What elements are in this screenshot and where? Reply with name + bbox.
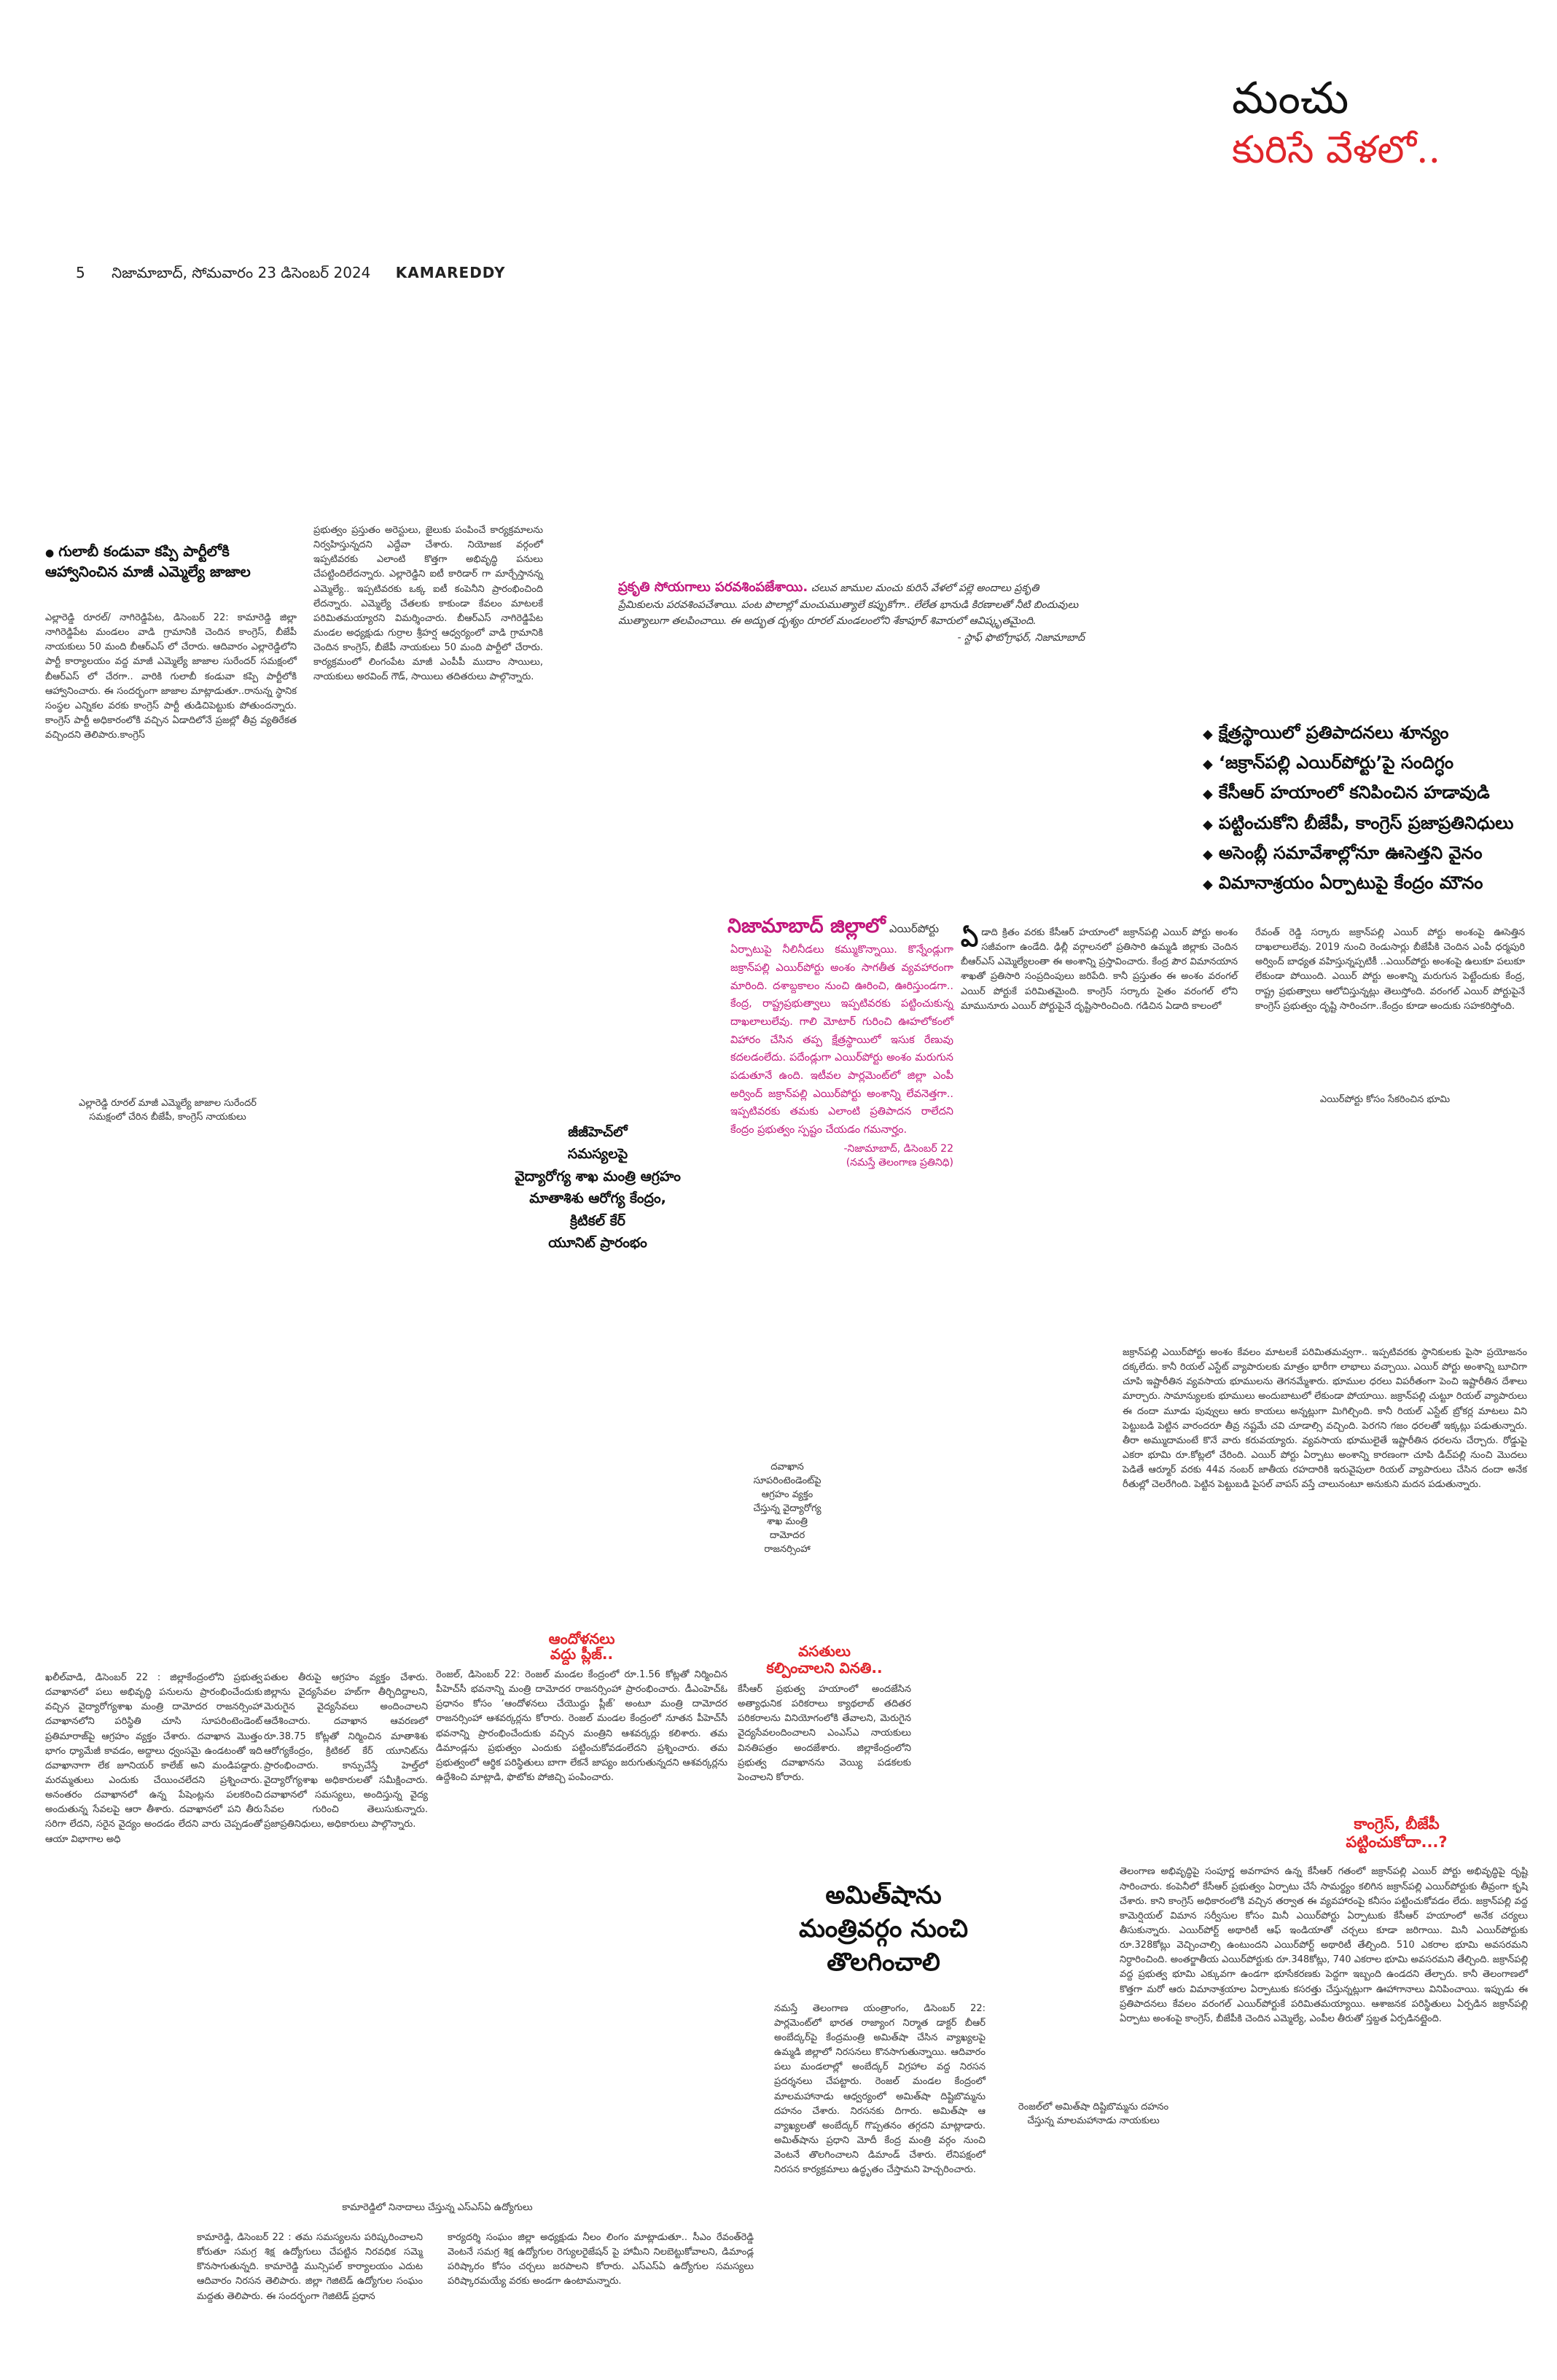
- photo-feature-credit: - స్టాఫ్ ఫొటోగ్రాఫర్, నిజామాబాద్: [957, 632, 1085, 644]
- highlight-item: క్షేత్రస్థాయిలో ప్రతిపాదనలు శూన్యం: [1203, 722, 1553, 744]
- highlight-item: కేసీఆర్ హయాంలో కనిపించిన హడావుడి: [1203, 781, 1553, 804]
- ssa-headline: కామారెడ్డిలో నినాదాలు చేస్తున్న ఎస్‌ఎస్‌…: [342, 2202, 533, 2213]
- story-bjp-congress: కాంగ్రెస్, బీజేపీ పట్టించుకోదా...? తెలంగ…: [1120, 1815, 1528, 2026]
- ggh-line: మాతాశిశు ఆరోగ్య కేంద్రం,: [529, 1190, 666, 1207]
- airport-photo-caption: ఎయిర్‌పోర్టు కోసం సేకరించిన భూమి: [1319, 1094, 1451, 1105]
- ggh-line: సమస్యలపై: [567, 1146, 628, 1163]
- photo-feature-body: చలువ జాముల మంచు కురిసే వేళలో పల్లె అందాల…: [618, 582, 1079, 627]
- dharna-body: రెంజల్, డిసెంబర్ 22: రెంజల్ మండల కేంద్రం…: [436, 1669, 727, 1783]
- bullet-icon: ●: [45, 547, 55, 559]
- facilities-body: కేసీఆర్ ప్రభుత్వ హయాంలో అందజేసిన అత్యాధు…: [738, 1684, 911, 1783]
- story-pink-col2: ప్రభుత్వం ప్రస్తుతం అరెస్టులు, జైలుకు పం…: [313, 525, 543, 683]
- ggh-line: యూనిట్ ప్రారంభం: [548, 1234, 647, 1251]
- highlight-item: అసెంబ్లీ సమావేశాల్లోనూ ఊసెత్తని వైనం: [1203, 842, 1553, 865]
- photo-feature-title: ప్రకృతి సోయగాలు పరవశింపజేశాయి.: [618, 580, 808, 595]
- story-pink-headline: ●గులాబీ కండువా కప్పి పార్టీలోకి ఆహ్వానిం…: [45, 542, 251, 580]
- bjp-congress-headline: కాంగ్రెస్, బీజేపీ పట్టించుకోదా...?: [1346, 1815, 1448, 1852]
- folio: 5 నిజామాబాద్, సోమవారం 23 డిసెంబర్ 2024 K…: [76, 264, 732, 285]
- ggh-story-col2: పతుల తీరుపై ఆగ్రహం వ్యక్తం చేశారు. జిల్ల…: [264, 1672, 428, 1830]
- ggh-line: క్రిటికల్ కేర్: [570, 1212, 625, 1229]
- story-dharna: ఆందోళనలు వద్దు ప్లీజ్.. రెంజల్, డిసెంబర్…: [436, 1631, 727, 1785]
- ssa-col1: కామారెడ్డి, డిసెంబర్ 22 : తమ సమస్యలను పర…: [197, 2232, 423, 2302]
- date-line: నిజామాబాద్, సోమవారం 23 డిసెంబర్ 2024: [112, 264, 371, 281]
- highlight-item: విమానాశ్రయం ఏర్పాటుపై కేంద్రం మౌనం: [1203, 872, 1553, 894]
- ggh-summary-box: జీజీహెచ్‌లో సమస్యలపై వైద్యారోగ్య శాఖ మంత…: [474, 1121, 722, 1254]
- story-pink-scarf: ●గులాబీ కండువా కప్పి పార్టీలోకి ఆహ్వానిం…: [45, 541, 541, 582]
- masthead-title-line1: మంచు: [1232, 73, 1349, 124]
- story-facilities: వసతులు కల్పించాలని వినతి.. కేసీఆర్ ప్రభు…: [738, 1643, 911, 1785]
- highlight-item: పట్టించుకోని బీజేపీ, కాంగ్రెస్ ప్రజాప్రత…: [1203, 812, 1553, 835]
- section-name: KAMAREDDY: [395, 264, 506, 281]
- story-pink-photo-caption: ఎల్లారెడ్డి రూరల్ మాజీ ఎమ్మెల్యే జాజాల స…: [78, 1098, 257, 1123]
- airport-dateline: -నిజామాబాద్, డిసెంబర్ 22: [843, 1143, 953, 1155]
- page-number: 5: [76, 264, 85, 281]
- story-amit-shah: అమిత్‌షాను మంత్రివర్గం నుంచి తొలగించాలి …: [774, 1879, 993, 2177]
- masthead: మంచు కురిసే వేళలో..: [1232, 77, 1538, 176]
- amit-headline: అమిత్‌షాను మంత్రివర్గం నుంచి తొలగించాలి: [798, 1881, 969, 1977]
- airport-col3: రేవంత్ రెడ్డి సర్కారు జక్రాన్‌పల్లి ఎయిర…: [1255, 927, 1525, 1012]
- airport-col2: ఏ డాది క్రితం వరకు కేసీఆర్ హయాంలో జక్రాన…: [961, 924, 1238, 1012]
- airport-lead: నిజామాబాద్ జిల్లాలో ఎయిర్‌పోర్టు ఏర్పాటు…: [727, 915, 953, 1171]
- ggh-story-col1: ఖలీల్‌వాడి, డిసెంబర్ 22 : జిల్లాకేంద్రంల…: [45, 1672, 262, 1845]
- ggh-line: వైద్యారోగ్య శాఖ మంత్రి ఆగ్రహం: [515, 1168, 681, 1185]
- airport-continuation: జక్రాన్‌పల్లి ఎయిర్‌పోర్టు అంశం కేవలం మా…: [1123, 1347, 1527, 1491]
- amit-photo-caption: రెంజల్‌లో అమిత్‌షా దిష్టిబొమ్మను దహనం చే…: [1018, 2102, 1169, 2126]
- masthead-title-line2: కురిసే వేళలో..: [1232, 128, 1441, 172]
- amit-body: నమస్తే తెలంగాణ యంత్రాంగం, డిసెంబర్ 22: ప…: [774, 2002, 986, 2176]
- highlight-item: ‘జక్రాన్‌పల్లి ఎయిర్‌పోర్టు’పై సందిగ్ధం: [1203, 752, 1553, 774]
- drop-cap: ఏ: [961, 924, 979, 953]
- facilities-headline: వసతులు కల్పించాలని వినతి..: [766, 1642, 883, 1677]
- bjp-congress-body: తెలంగాణ అభివృద్ధిపై సంపూర్ణ అవగాహన ఉన్న …: [1120, 1866, 1528, 2024]
- highlights-list: క్షేత్రస్థాయిలో ప్రతిపాదనలు శూన్యం ‘జక్ర…: [1203, 722, 1553, 894]
- hospital-photo-caption: దవాఖాన సూపరింటెండెంట్‌పై ఆగ్రహం వ్యక్తం …: [753, 1462, 822, 1556]
- story-pink-col1: ఎల్లారెడ్డి రూరల్/ నాగిరెడ్డిపేట, డిసెంబ…: [45, 612, 297, 741]
- photo-feature: ప్రకృతి సోయగాలు పరవశింపజేశాయి. చలువ జాము…: [618, 577, 1085, 647]
- dharna-headline: ఆందోళనలు వద్దు ప్లీజ్..: [548, 1630, 615, 1663]
- ssa-col2: కార్యదర్శి సంఘం జిల్లా అధ్యక్షుడు నీలం ల…: [448, 2232, 754, 2287]
- airport-headline: నిజామాబాద్ జిల్లాలో ఎయిర్‌పోర్టు: [727, 915, 940, 937]
- airport-byline: (నమస్తే తెలంగాణ ప్రతినిధి): [846, 1157, 953, 1169]
- ggh-line: జీజీహెచ్‌లో: [568, 1124, 628, 1140]
- airport-lead-text: ఏర్పాటుపై నీలినీడలు కమ్ముకొన్నాయి. కొన్న…: [730, 944, 953, 1136]
